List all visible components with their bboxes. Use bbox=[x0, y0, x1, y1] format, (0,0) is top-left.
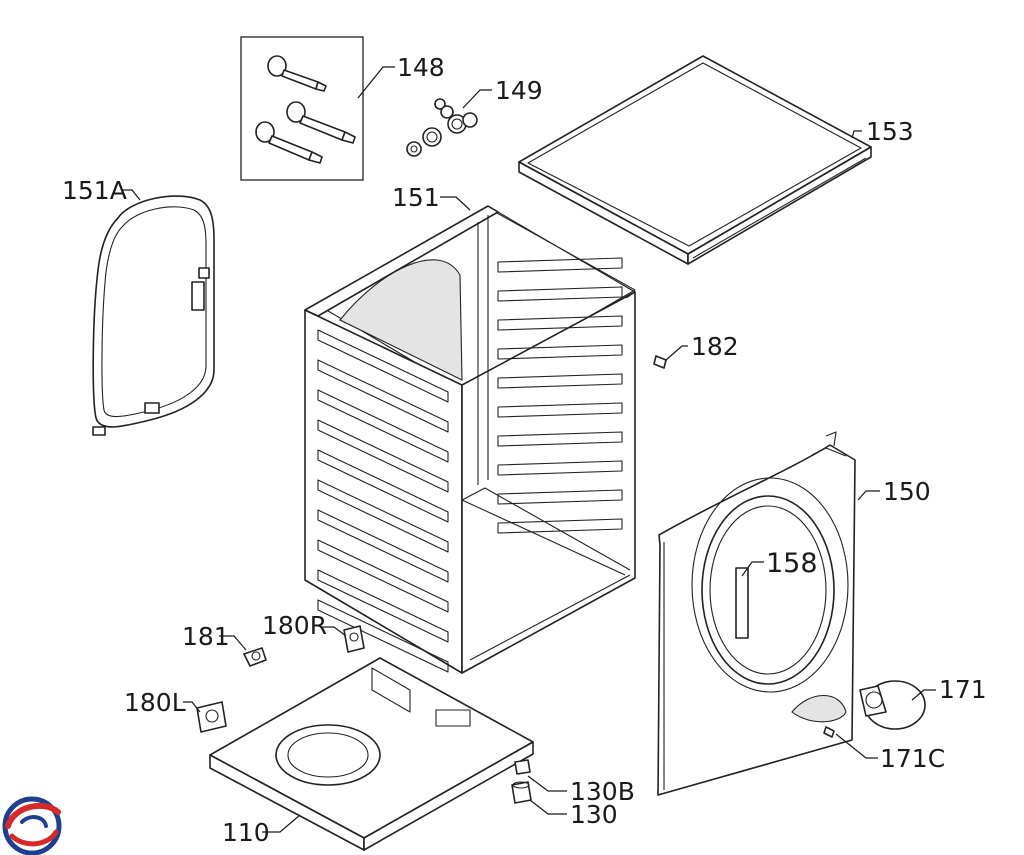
label-171C: 171C bbox=[880, 744, 945, 773]
panel-rib bbox=[317, 419, 449, 493]
panel-rib bbox=[497, 373, 623, 389]
bracket-181-part bbox=[243, 647, 267, 667]
panel-rib bbox=[497, 286, 623, 302]
label-153: 153 bbox=[866, 117, 914, 146]
bracket-180L-part bbox=[196, 701, 227, 733]
label-171: 171 bbox=[939, 675, 987, 704]
cabinet-left-ribs bbox=[317, 329, 449, 673]
label-149: 149 bbox=[495, 76, 543, 105]
front-panel-part bbox=[657, 431, 856, 796]
top-cover-part bbox=[518, 55, 872, 265]
label-148: 148 bbox=[397, 53, 445, 82]
panel-rib bbox=[317, 449, 449, 523]
cabinet-right-ribs bbox=[497, 257, 623, 534]
panel-rib bbox=[317, 389, 449, 463]
feet-inset bbox=[240, 36, 364, 181]
cabinet-part bbox=[304, 205, 636, 674]
bracket-180R-part bbox=[343, 625, 365, 653]
brand-swirl-logo bbox=[2, 796, 62, 855]
label-180R: 180R bbox=[262, 611, 327, 640]
panel-rib bbox=[497, 489, 623, 505]
label-110: 110 bbox=[222, 818, 270, 847]
base-part bbox=[209, 657, 534, 851]
label-130: 130 bbox=[570, 800, 618, 829]
panel-rib bbox=[317, 479, 449, 553]
panel-rib bbox=[317, 569, 449, 643]
label-151A: 151A bbox=[62, 176, 127, 205]
label-181: 181 bbox=[182, 622, 230, 651]
label-150: 150 bbox=[883, 477, 931, 506]
panel-rib bbox=[497, 460, 623, 476]
label-130B: 130B bbox=[570, 777, 635, 806]
adjustable-foot-part bbox=[511, 759, 532, 804]
panel-rib bbox=[317, 539, 449, 613]
panel-rib bbox=[497, 344, 623, 360]
panel-rib bbox=[497, 402, 623, 418]
label-151: 151 bbox=[392, 183, 440, 212]
label-158: 158 bbox=[766, 548, 818, 579]
screw-part bbox=[823, 726, 835, 738]
panel-rib bbox=[317, 329, 449, 403]
label-182: 182 bbox=[691, 332, 739, 361]
panel-rib bbox=[317, 509, 449, 583]
door-seal-frame-part bbox=[92, 195, 215, 436]
panel-rib bbox=[317, 359, 449, 433]
panel-rib bbox=[317, 599, 449, 673]
panel-rib bbox=[497, 257, 623, 273]
callout-labels: 148 149 153 151A 151 182 150 158 181 180… bbox=[62, 53, 987, 847]
label-180L: 180L bbox=[124, 688, 186, 717]
panel-rib bbox=[497, 518, 623, 534]
pump-cover-part bbox=[859, 680, 926, 730]
panel-rib bbox=[497, 431, 623, 447]
panel-rib bbox=[497, 315, 623, 331]
clip-part bbox=[653, 355, 667, 369]
leader-lines bbox=[122, 66, 936, 833]
rings-part bbox=[406, 98, 478, 157]
